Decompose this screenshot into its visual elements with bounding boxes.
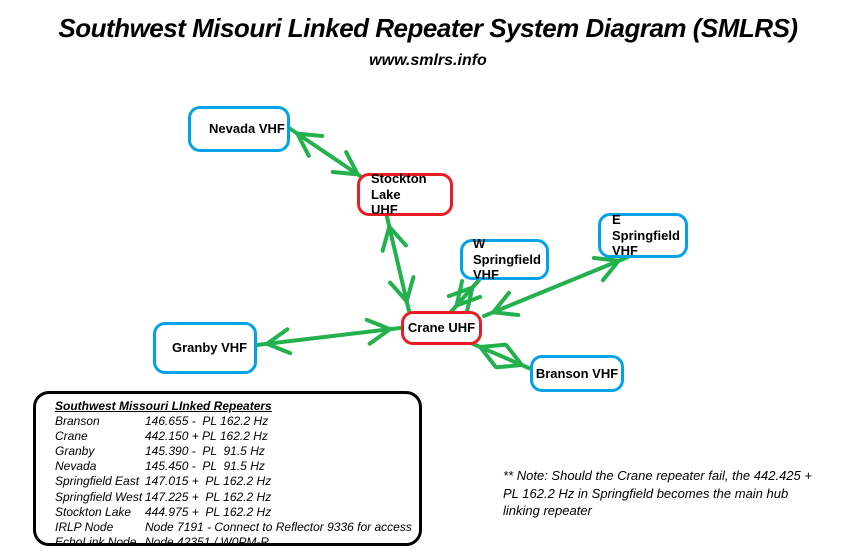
node-label: Stockton Lake UHF (371, 171, 427, 218)
repeater-value: 442.150 + PL 162.2 Hz (145, 429, 268, 444)
node-crane-uhf: Crane UHF (401, 311, 482, 345)
repeater-value: Node 7191 - Connect to Reflector 9336 fo… (145, 519, 412, 534)
node-label: Granby VHF (172, 340, 248, 356)
page-subtitle: www.smlrs.info (369, 52, 487, 69)
node-w-springfield-vhf: W Springfield VHF (460, 236, 549, 283)
repeater-legend-box: Southwest Missouri LInked Repeaters Bran… (33, 391, 422, 549)
repeater-value: Node 42351 / W0PM-R (145, 534, 270, 549)
repeater-value: 147.015 + PL 162.2 Hz (145, 474, 272, 489)
legend-row: EchoLink Node Node 42351 / W0PM-R (55, 535, 415, 550)
link-nevada-stockton (287, 126, 368, 182)
repeater-value: 444.975 + PL 162.2 Hz (145, 504, 272, 519)
legend-row: Springfield East 147.015 + PL 162.2 Hz (55, 474, 415, 489)
node-label: W Springfield VHF (473, 236, 541, 283)
legend-row: Branson 146.655 - PL 162.2 Hz (55, 414, 415, 429)
repeater-value: 147.225 + PL 162.2 Hz (145, 489, 272, 504)
node-label: E Springfield VHF (612, 212, 680, 259)
legend-row: Nevada 145.450 - PL 91.5 Hz (55, 459, 415, 474)
failover-note: ** Note: Should the Crane repeater fail,… (503, 467, 853, 520)
repeater-name: EchoLink Node (55, 534, 137, 549)
legend-row: Granby 145.390 - PL 91.5 Hz (55, 444, 415, 459)
legend-row: Springfield West 147.225 + PL 162.2 Hz (55, 490, 415, 505)
link-crane-wspringfield (446, 278, 483, 315)
repeater-name: Nevada (55, 459, 97, 474)
repeater-value: 145.390 - PL 91.5 Hz (145, 444, 265, 459)
node-nevada-vhf: Nevada VHF (188, 106, 290, 152)
repeater-name: Springfield East (55, 474, 140, 489)
node-label: Crane UHF (407, 320, 476, 336)
legend-title: Southwest Missouri LInked Repeaters (55, 399, 272, 413)
repeater-value: 146.655 - PL 162.2 Hz (145, 414, 269, 429)
note-line: PL 162.2 Hz in Springfield becomes the m… (503, 485, 789, 501)
node-stockton-lake-uhf: Stockton Lake UHF (357, 171, 453, 218)
note-line: linking repeater (503, 503, 592, 518)
repeater-name: Branson (55, 414, 100, 429)
node-granby-vhf: Granby VHF (153, 322, 257, 374)
repeater-name: IRLP Node (55, 519, 114, 534)
page-title: Southwest Misouri Linked Repeater System… (58, 13, 798, 43)
repeater-value: 145.450 - PL 91.5 Hz (145, 459, 265, 474)
repeater-name: Springfield West (55, 489, 143, 504)
note-line: ** Note: Should the Crane repeater fail,… (503, 468, 812, 483)
node-e-springfield-vhf: E Springfield VHF (598, 212, 688, 259)
link-stockton-crane (380, 215, 416, 313)
node-branson-vhf: Branson VHF (530, 355, 624, 392)
legend-row: IRLP Node Node 7191 - Connect to Reflect… (55, 520, 415, 535)
repeater-name: Granby (55, 444, 95, 459)
node-label: Branson VHF (535, 365, 619, 381)
legend-row: Crane 442.150 + PL 162.2 Hz (55, 429, 415, 444)
node-label: Nevada VHF (209, 121, 285, 137)
link-granby-crane (255, 317, 402, 356)
link-crane-branson (469, 341, 533, 371)
link-crane-espringfield (482, 255, 630, 318)
repeater-name: Stockton Lake (55, 504, 132, 519)
legend-row: Stockton Lake 444.975 + PL 162.2 Hz (55, 505, 415, 520)
repeater-name: Crane (55, 429, 88, 444)
